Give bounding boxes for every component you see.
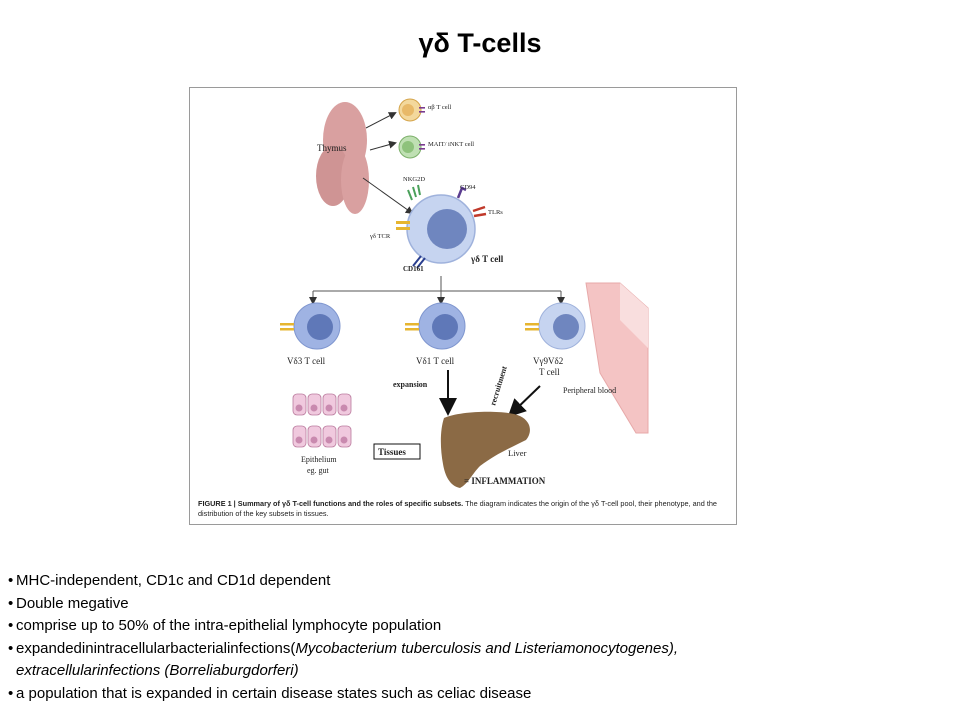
vg9vd2-label-line2: T cell	[539, 367, 560, 377]
figure-diagram: Thymus αβ T cell MAIT/ iNKT cell	[189, 87, 737, 525]
liver-label: Liver	[508, 448, 527, 458]
recruitment-arrow	[507, 385, 541, 418]
recruitment-label: recruitment	[488, 365, 509, 407]
bullet-text: comprise up to 50% of the intra-epitheli…	[16, 617, 442, 634]
arrow-to-ab	[365, 112, 397, 129]
bullet-text: Double megative	[16, 594, 129, 612]
gd-tcr-label: γδ TCR	[369, 233, 391, 240]
bullet-text: a population that is expanded in certain…	[16, 684, 532, 702]
epithelium-label-line2: eg. gut	[307, 466, 330, 475]
slide-title: γδ T-cells	[418, 28, 542, 58]
epithelium-cells	[292, 393, 352, 448]
bullet-item: Double megative	[8, 593, 953, 616]
caption-body-line2: distribution of the key subsets in tissu…	[198, 508, 329, 518]
vd3-label: Vδ3 T cell	[287, 356, 326, 366]
tissues-box	[373, 443, 421, 460]
figure-caption: FIGURE 1 | Summary of γδ T-cell function…	[198, 499, 730, 518]
bullet-item: expandedinintracellularbacterialinfectio…	[8, 638, 953, 683]
caption-lead: FIGURE 1 | Summary of γδ T-cell function…	[198, 499, 464, 508]
bullet-text-italic: Mycobacterium tuberculosis and Listeriam…	[295, 639, 679, 657]
bullet-list: MHC-independent, CD1c and CD1d dependent…	[8, 570, 953, 705]
cd94-label: CD94	[460, 184, 476, 191]
branch-lines	[309, 276, 565, 305]
thymus-lobes	[316, 102, 369, 214]
thymus-label: Thymus	[317, 143, 347, 153]
tissues-label: Tissues	[378, 447, 406, 457]
liver-shape	[440, 411, 530, 488]
vg9vd2-label-line1: Vγ9Vδ2	[533, 356, 563, 366]
expansion-label: expansion	[393, 380, 428, 389]
mait-cell-label: MAIT/ iNKT cell	[428, 141, 474, 148]
vd3-t-cell	[280, 302, 341, 350]
vd1-label: Vδ1 T cell	[416, 356, 455, 366]
vg9vd2-t-cell	[525, 302, 586, 350]
peripheral-blood-label: Peripheral blood	[563, 386, 616, 395]
bullet-text: MHC-independent, CD1c and CD1d dependent	[16, 572, 331, 589]
gd-t-cell	[396, 184, 487, 269]
bullet-item: comprise up to 50% of the intra-epitheli…	[8, 615, 953, 638]
bullet-item: MHC-independent, CD1c and CD1d dependent	[8, 570, 953, 593]
gd-cell-label: γδ T cell	[470, 254, 504, 264]
inflammation-label: = INFLAMMATION	[464, 476, 546, 486]
bullet-text: expandedinintracellularbacterialinfectio…	[16, 639, 296, 657]
vd1-t-cell	[405, 302, 466, 350]
nkg2d-label: NKG2D	[403, 176, 425, 183]
mait-cell	[398, 135, 425, 159]
cd161-label: CD161	[403, 265, 424, 273]
bullet-text-italic: extracellularinfections (Borreliaburgdor…	[16, 662, 299, 679]
blood-vessel-highlight	[620, 283, 648, 348]
ab-cell-label: αβ T cell	[428, 104, 451, 111]
arrow-to-mait	[369, 140, 397, 151]
epithelium-label-line1: Epithelium	[301, 455, 337, 464]
tlrs-label: TLRs	[488, 209, 503, 216]
caption-body-line1: The diagram indicates the origin of the …	[463, 499, 717, 508]
arrow-to-gd	[362, 177, 414, 215]
ab-t-cell	[398, 98, 425, 122]
bullet-item: a population that is expanded in certain…	[8, 683, 953, 706]
